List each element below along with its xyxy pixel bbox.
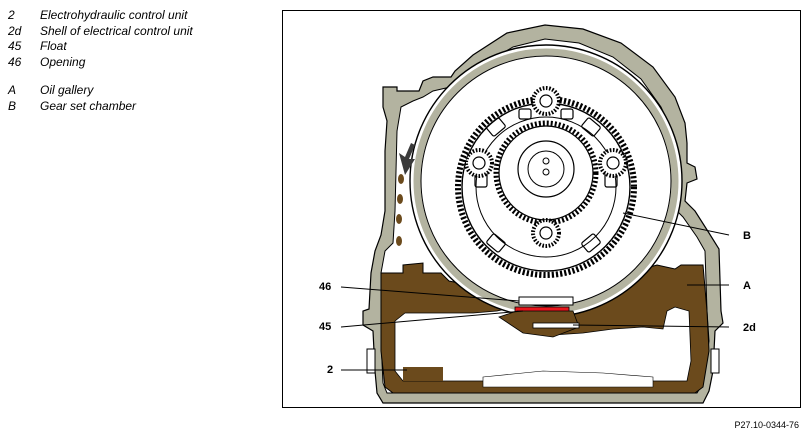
shaft-hole-top xyxy=(542,157,550,165)
legend-item: A Oil gallery xyxy=(8,83,193,99)
control-unit-shell xyxy=(532,322,580,329)
legend-item: 46 Opening xyxy=(8,55,193,71)
opening xyxy=(518,296,574,306)
legend-text: Oil gallery xyxy=(40,83,94,97)
legend-text: Opening xyxy=(40,54,86,69)
ring-slots xyxy=(474,108,618,253)
legend-key: B xyxy=(8,98,17,113)
side-clip-right xyxy=(710,348,720,374)
planet-gears xyxy=(464,86,628,248)
callout-2d: 2d xyxy=(743,322,756,334)
gallery-cutout-left xyxy=(394,306,692,382)
legend-key: 2 xyxy=(8,8,15,22)
shaft-hole-bottom xyxy=(542,168,550,176)
legend-text: Electrohydraulic control unit xyxy=(40,8,188,22)
oil-drops xyxy=(396,174,404,246)
callout-A: A xyxy=(743,280,751,292)
leader-lines xyxy=(340,212,730,371)
legend-item: 2d Shell of electrical control unit xyxy=(8,24,193,40)
legend-spacer xyxy=(8,70,193,83)
transmission-cross-section: 46 45 2 B A 2d xyxy=(319,24,756,404)
legend-key: 45 xyxy=(8,39,22,53)
legend-key: 2d xyxy=(8,23,22,38)
reference-code: P27.10-0344-76 xyxy=(734,420,799,430)
callout-2: 2 xyxy=(327,364,333,376)
side-clip-left xyxy=(366,348,376,374)
legend-item: 45 Float xyxy=(8,39,193,55)
callout-45: 45 xyxy=(319,321,331,333)
legend-key: A xyxy=(8,83,17,97)
legend: 2 Electrohydraulic control unit 2d Shell… xyxy=(8,8,193,114)
legend-text: Float xyxy=(40,39,67,53)
legend-text: Shell of electrical control unit xyxy=(40,23,193,38)
legend-item: 2 Electrohydraulic control unit xyxy=(8,8,193,24)
gallery-block-2 xyxy=(482,370,654,388)
oil-flow-arrow xyxy=(399,143,415,175)
figure-frame: 46 45 2 B A 2d xyxy=(282,10,801,408)
callout-46: 46 xyxy=(319,281,331,293)
legend-key: 46 xyxy=(8,54,22,69)
callout-B: B xyxy=(743,230,751,242)
gallery-block-1 xyxy=(403,367,443,381)
legend-item: B Gear set chamber xyxy=(8,99,193,115)
legend-text: Gear set chamber xyxy=(40,98,137,113)
